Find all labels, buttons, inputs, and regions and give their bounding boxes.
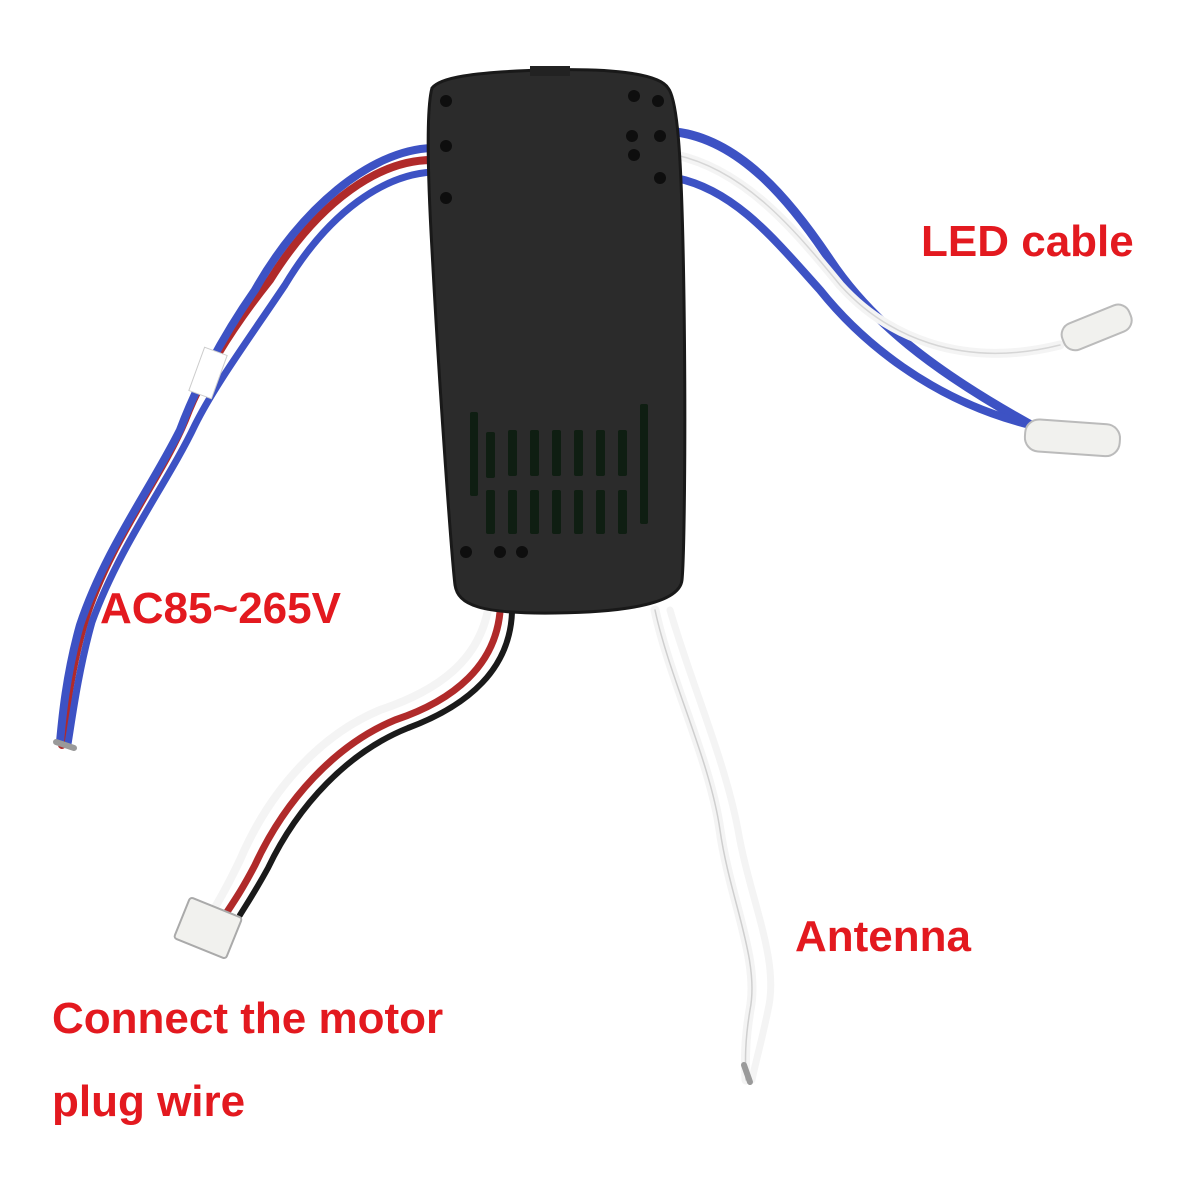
motor-plug-connector (173, 897, 243, 959)
vent-slots (470, 404, 648, 534)
led-connector-blue (1023, 418, 1121, 458)
ac-input-label: AC85~265V (100, 584, 341, 633)
antenna-label: Antenna (795, 912, 971, 961)
motor-plug-label-line2: plug wire (52, 1077, 246, 1126)
led-cable-label: LED cable (921, 217, 1134, 266)
led-connector-white (1060, 303, 1133, 352)
ac-terminal-end (53, 739, 77, 751)
cable-tag (188, 346, 228, 400)
controller-box (426, 66, 687, 615)
motor-plug-wire (206, 606, 515, 919)
antenna-wire (650, 605, 775, 1085)
motor-plug-label-line1: Connect the motor (52, 994, 444, 1043)
mounting-holes (440, 90, 666, 558)
led-cable (671, 127, 1065, 435)
ac-input-cable (53, 144, 436, 751)
